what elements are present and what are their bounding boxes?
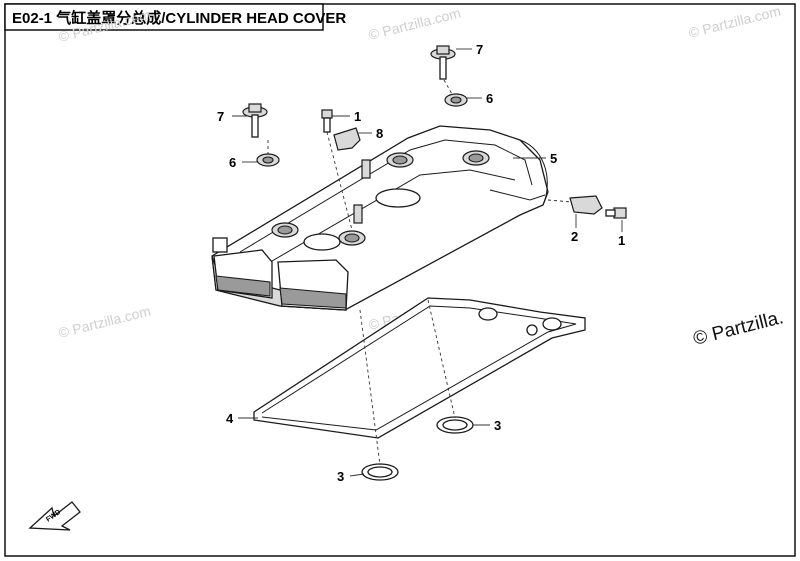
diagram-title: E02-1 气缸盖罩分总成/CYLINDER HEAD COVER: [12, 9, 346, 27]
small-bolt-side: [605, 207, 627, 219]
watermark-text: © Partzilla.com: [57, 303, 152, 341]
watermark-edge-text: © Partzilla.: [691, 307, 785, 350]
cylinder-head-cover: [211, 125, 549, 311]
callout-3-lower: 3: [337, 469, 344, 484]
bracket-side: [569, 195, 603, 215]
fwd-arrow: FWD: [28, 501, 81, 531]
washer-right: [444, 93, 468, 107]
bolt-right: [430, 45, 456, 80]
callout-7-left: 7: [217, 109, 224, 124]
seal-ring-lower: [361, 463, 399, 481]
callout-8: 8: [376, 126, 383, 141]
watermark-text: © Partzilla.com: [367, 5, 462, 43]
callout-3-upper: 3: [494, 418, 501, 433]
leader-lines: [232, 48, 623, 477]
bolt-left: [242, 103, 268, 138]
small-bolt-top: [321, 109, 333, 133]
diagram-frame: [4, 3, 796, 557]
callout-5: 5: [550, 151, 557, 166]
callout-2: 2: [571, 229, 578, 244]
callout-1-side: 1: [618, 233, 625, 248]
callout-4: 4: [226, 411, 234, 426]
seal-ring-upper: [436, 416, 474, 434]
callout-6-right: 6: [486, 91, 493, 106]
title-box: [4, 3, 324, 31]
bracket-top: [333, 127, 361, 151]
callout-1-top: 1: [354, 109, 361, 124]
callout-labels: 7 6 7 6 1 8 5 2 1 4 3 3: [217, 42, 625, 484]
cover-gasket: [253, 297, 586, 439]
watermark-text: © Partzilla.com: [687, 3, 782, 41]
callout-6-left: 6: [229, 155, 236, 170]
callout-7-right: 7: [476, 42, 483, 57]
washer-left: [256, 153, 280, 167]
